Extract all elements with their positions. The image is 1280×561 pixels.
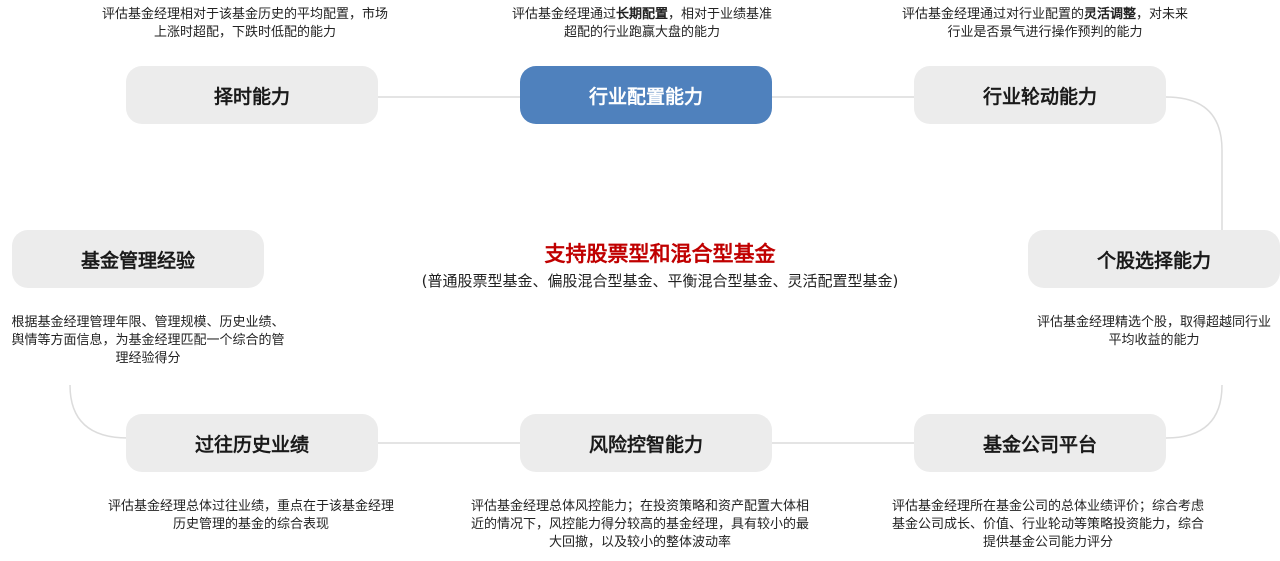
- history-performance-node: 过往历史业绩: [126, 414, 378, 472]
- risk-control-node: 风险控智能力: [520, 414, 772, 472]
- industry-rotation-desc-bold: 灵活调整: [1083, 7, 1136, 22]
- industry-rotation-desc-pre: 评估基金经理通过对行业配置的: [901, 7, 1084, 22]
- history-performance-description: 评估基金经理总体过往业绩，重点在于该基金经理历史管理的基金的综合表现: [107, 499, 394, 532]
- fund-company-node: 基金公司平台: [914, 414, 1166, 472]
- industry-rotation-desc-post: ，对未来行业是否景气进行操作预判的能力: [947, 7, 1189, 40]
- management-experience-description: 根据基金经理管理年限、管理规模、历史业绩、舆情等方面信息，为基金经理匹配一个综合…: [11, 315, 285, 366]
- industry-allocation-desc-pre: 评估基金经理通过: [511, 7, 616, 22]
- industry-allocation-description: 评估基金经理通过长期配置，相对于业绩基准超配的行业跑赢大盘的能力: [508, 6, 776, 42]
- industry-allocation-desc-bold: 长期配置: [615, 7, 668, 22]
- timing-description: 评估基金经理相对于该基金历史的平均配置，市场上涨时超配，下跌时低配的能力: [101, 7, 388, 40]
- center-subtitle: (普通股票型基金、偏股混合型基金、平衡混合型基金、灵活配置型基金): [421, 272, 899, 290]
- stock-selection-node: 个股选择能力: [1028, 230, 1280, 288]
- industry-rotation-description: 评估基金经理通过对行业配置的灵活调整，对未来行业是否景气进行操作预判的能力: [900, 6, 1190, 42]
- management-experience-node: 基金管理经验: [12, 230, 264, 288]
- industry-rotation-node: 行业轮动能力: [914, 66, 1166, 124]
- stock-selection-description: 评估基金经理精选个股，取得超越同行业平均收益的能力: [1036, 315, 1271, 348]
- risk-control-description: 评估基金经理总体风控能力；在投资策略和资产配置大体相近的情况下，风控能力得分较高…: [470, 499, 809, 550]
- industry-allocation-desc-post: ，相对于业绩基准超配的行业跑赢大盘的能力: [563, 7, 773, 40]
- fund-company-description: 评估基金经理所在基金公司的总体业绩评价；综合考虑基金公司成长、价值、行业轮动等策…: [892, 499, 1205, 550]
- industry-allocation-node: 行业配置能力: [520, 66, 772, 124]
- center-title: 支持股票型和混合型基金: [544, 242, 776, 266]
- timing-ability-node: 择时能力: [126, 66, 378, 124]
